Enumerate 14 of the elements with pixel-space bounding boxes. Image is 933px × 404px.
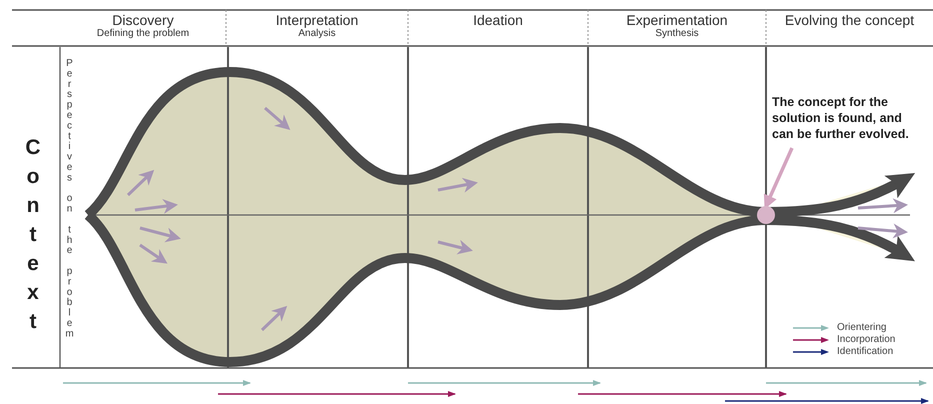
- phase-title: Ideation: [473, 12, 523, 28]
- phase-subtitle: Defining the problem: [96, 28, 190, 39]
- phase-title: Evolving the concept: [784, 12, 914, 28]
- phase-title: Interpretation: [276, 12, 358, 28]
- phase-subtitle: Synthesis: [655, 28, 699, 39]
- perspectives-label: Perspectives on the problem: [64, 58, 74, 339]
- phase-title: Discovery: [112, 12, 174, 28]
- phase-subtitle: Analysis: [298, 28, 336, 39]
- phase-title: Experimentation: [626, 12, 728, 28]
- legend-label: Incorporation: [837, 334, 896, 346]
- legend-label: Orientering: [837, 322, 886, 334]
- legend-label: Identification: [837, 346, 894, 358]
- callout-text: The concept for the solution is found, and can be further evolved.: [772, 94, 910, 142]
- context-label: Context: [20, 136, 46, 339]
